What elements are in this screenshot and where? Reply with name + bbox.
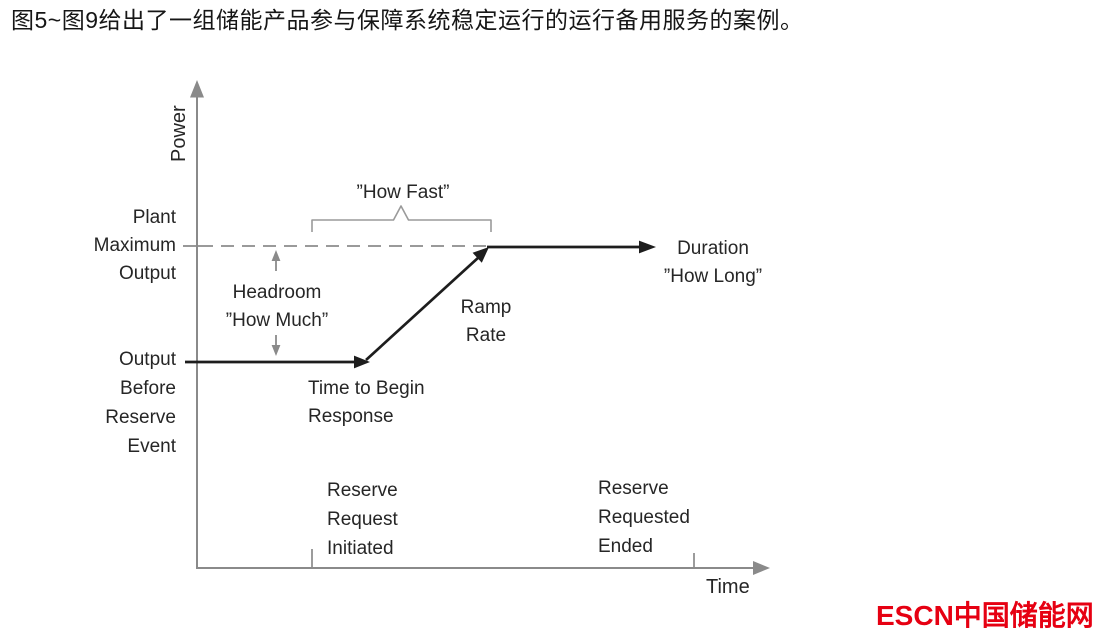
reserve-requested-ended-label: Reserve Requested Ended — [598, 478, 690, 557]
output-before-reserve-event-label: Output Before Reserve Event — [105, 349, 176, 457]
y-axis-arrowhead-icon — [190, 80, 204, 98]
how-fast-label: ”How Fast” — [356, 182, 450, 203]
x-axis-label: Time — [706, 576, 750, 598]
headroom-how-much-label: Headroom ”How Much” — [225, 282, 329, 331]
ramp-rate-label: Ramp Rate — [460, 297, 512, 346]
output-flat-arrowhead-icon — [354, 355, 370, 369]
reserve-request-initiated-label: Reserve Request Initiated — [327, 480, 398, 559]
duration-how-long-label: Duration ”How Long” — [663, 238, 763, 287]
ramp-arrowhead-icon — [472, 247, 489, 263]
x-axis-arrowhead-icon — [753, 561, 770, 575]
figure-caption: 图5~图9给出了一组储能产品参与保障系统稳定运行的运行备用服务的案例。 — [11, 7, 804, 33]
headroom-down-arrowhead-icon — [271, 345, 281, 356]
plant-maximum-output-label: Plant Maximum Output — [93, 207, 176, 284]
escn-logo: ESCN中国储能网 — [876, 600, 1094, 631]
y-axis-label: Power — [168, 105, 190, 162]
time-to-begin-response-label: Time to Begin Response — [308, 378, 425, 427]
duration-arrowhead-icon — [639, 240, 656, 254]
headroom-up-arrowhead-icon — [271, 250, 281, 261]
how-fast-bracket — [311, 205, 492, 232]
ramp-line — [365, 256, 480, 361]
